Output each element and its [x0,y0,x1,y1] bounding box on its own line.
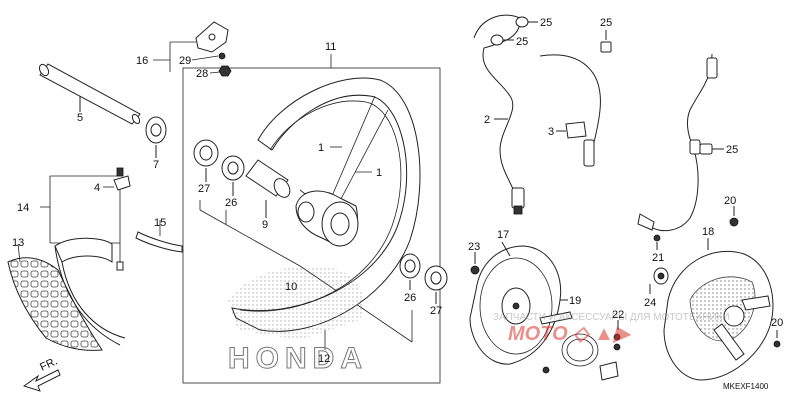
callout-5: 5 [77,112,83,124]
bearing-right-outer [424,265,448,291]
callout-20b: 20 [771,317,783,329]
callout-labels: 11 16 29 28 5 7 1 1 27 26 9 4 14 15 13 1… [12,17,783,391]
valve-part [113,167,131,191]
callout-12: 12 [318,353,330,365]
bearing-left-inner [221,155,245,181]
distance-collar-part [245,159,291,198]
svg-text:MOTO ◇ ▲▶: MOTO ◇ ▲▶ [508,323,632,345]
callout-1a: 1 [318,142,324,154]
watermark: ЗАПЧАСТИ И АКСЕССУАРЫ ДЛЯ МОТОТЕХНИКИ MO… [493,312,730,345]
brake-hose-part [539,41,718,232]
bolt-19-part [539,311,573,325]
callout-2: 2 [484,114,490,126]
bracket-part [195,21,232,77]
callout-3: 3 [548,126,554,138]
rim-band-part [135,231,183,253]
callout-19: 19 [569,295,581,307]
callout-1b: 1 [376,167,382,179]
brake-disc-part [469,245,562,365]
callout-25c: 25 [516,36,528,48]
callout-20a: 20 [724,195,736,207]
callout-22: 22 [612,309,624,321]
diagram-code: MKEXF1400 [723,382,769,391]
bolt-23-part [470,265,480,275]
bearing-right-inner [399,253,421,279]
callout-26b: 26 [404,292,416,304]
callout-7: 7 [153,159,159,171]
front-direction-arrow [22,369,61,392]
callout-27a: 27 [198,183,210,195]
svg-text:ЗАПЧАСТИ И АКСЕССУАРЫ ДЛЯ МОТО: ЗАПЧАСТИ И АКСЕССУАРЫ ДЛЯ МОТОТЕХНИКИ [493,312,730,323]
callout-18: 18 [702,226,714,238]
callout-4: 4 [94,182,100,194]
wheel-assembly-frame [182,67,441,384]
callout-27b: 27 [430,305,442,317]
axle-part [38,63,141,125]
bolt-20b-part [773,340,781,348]
callout-21: 21 [652,252,664,264]
clip-part [565,121,587,139]
callout-29: 29 [179,55,191,67]
callout-25a: 25 [540,17,552,29]
callout-10: 10 [285,281,297,293]
disc-cover-part [663,250,774,381]
callout-11: 11 [325,41,336,53]
collar-part [145,116,167,144]
callout-28: 28 [196,68,208,80]
callout-17: 17 [497,229,509,241]
bolt-22-part [613,333,621,351]
callout-9: 9 [262,219,268,231]
callout-25d: 25 [726,144,738,156]
bearing-left-outer [193,139,219,167]
bolt-21-part [653,234,661,242]
callout-14: 14 [17,202,29,214]
hub-part [295,190,359,247]
callout-16: 16 [136,55,148,67]
callout-25b: 25 [600,17,612,29]
bolt-20-part [729,217,739,227]
callout-24: 24 [644,297,656,309]
pulser-ring-part [542,333,619,381]
callout-13: 13 [12,237,24,249]
callout-15: 15 [154,217,166,229]
callout-26a: 26 [225,197,237,209]
tire-part [7,257,103,351]
spacer-part [653,267,669,285]
honda-lettering: HONDA [228,342,368,375]
sensor-cable-part [473,14,529,215]
callout-23: 23 [468,241,480,253]
